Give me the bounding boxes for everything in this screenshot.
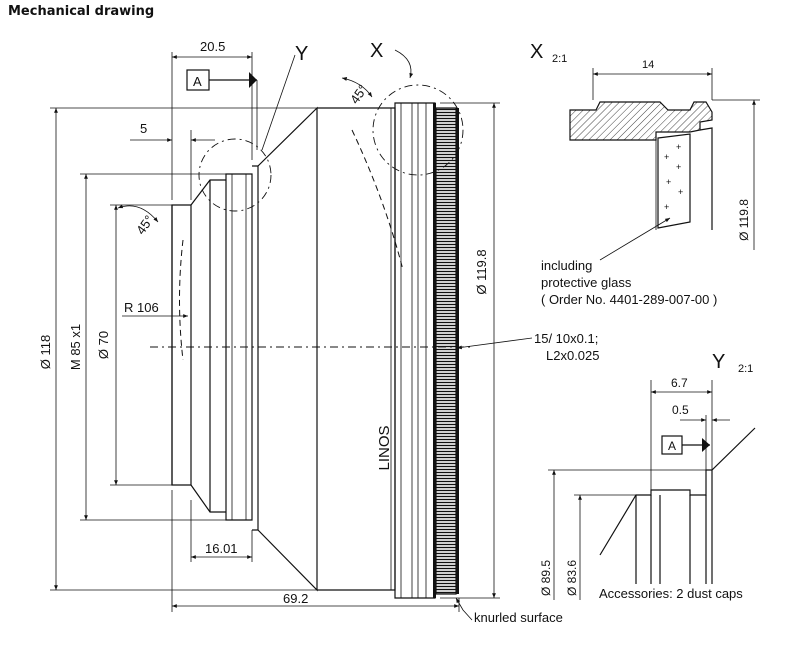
lens-body-outline <box>150 102 470 599</box>
detail-y-datum-label: A <box>668 439 676 453</box>
accessories-note: Accessories: 2 dust caps <box>599 586 743 601</box>
svg-text:+: + <box>664 202 669 212</box>
detail-x-note-3: ( Order No. 4401-289-007-00 ) <box>541 292 717 307</box>
detail-y-scale: 2:1 <box>738 363 753 375</box>
dim-dia-119-8: Ø 119.8 <box>474 249 489 294</box>
knurled-surface-note: knurled surface <box>474 610 563 625</box>
svg-text:+: + <box>666 177 671 187</box>
detail-y-dim-dia-89-5: Ø 89.5 <box>539 560 553 596</box>
detail-x: X 2:1 14 + + + + + + Ø 119.8 including prote… <box>530 41 760 307</box>
detail-y-dim-6-7: 6.7 <box>671 376 688 390</box>
detail-x-dim-dia: Ø 119.8 <box>737 199 751 241</box>
filter-note-line-2: L2x0.025 <box>546 348 600 363</box>
protective-glass <box>657 133 691 229</box>
dim-20-5: 20.5 <box>200 39 225 54</box>
detail-x-callout: X <box>370 40 383 62</box>
knurled-ring <box>435 107 457 595</box>
dim-69-2: 69.2 <box>283 591 308 606</box>
svg-text:+: + <box>678 187 683 197</box>
dim-5: 5 <box>140 121 147 136</box>
detail-x-circle <box>372 84 464 176</box>
detail-y: Y 2:1 6.7 0.5 A Ø 89.5 Ø 83.6 A <box>539 351 767 604</box>
detail-y-circle <box>198 138 272 212</box>
detail-y-dim-dia-83-6: Ø 83.6 <box>565 560 579 596</box>
page-title: Mechanical drawing <box>8 4 155 19</box>
angle-cone: 45° <box>347 82 371 107</box>
svg-text:+: + <box>664 152 669 162</box>
dim-16-01: 16.01 <box>205 541 238 556</box>
svg-text:+: + <box>676 162 681 172</box>
dim-dia-118: Ø 118 <box>38 335 53 369</box>
detail-x-note-1: including <box>541 258 592 273</box>
dim-thread: M 85 x1 <box>68 324 83 370</box>
svg-text:+: + <box>676 142 681 152</box>
datum-a-label: A <box>193 74 202 89</box>
detail-y-title: Y <box>712 351 725 373</box>
brand-label: LINOS <box>376 425 393 470</box>
detail-x-title: X <box>530 41 543 63</box>
detail-x-section <box>569 101 713 141</box>
detail-y-dim-0-5: 0.5 <box>672 403 689 417</box>
detail-x-note-2: protective glass <box>541 275 632 290</box>
dim-radius: R 106 <box>124 300 159 315</box>
filter-note-line-1: 15/ 10x0.1; <box>534 331 598 346</box>
main-view: Y X A 20.5 5 45° 45° Ø 118 M 85 x1 <box>38 39 600 625</box>
detail-y-callout: Y <box>295 43 308 65</box>
detail-x-scale: 2:1 <box>552 53 567 65</box>
detail-x-dim-14: 14 <box>642 59 654 71</box>
dim-dia-70: Ø 70 <box>96 331 111 359</box>
